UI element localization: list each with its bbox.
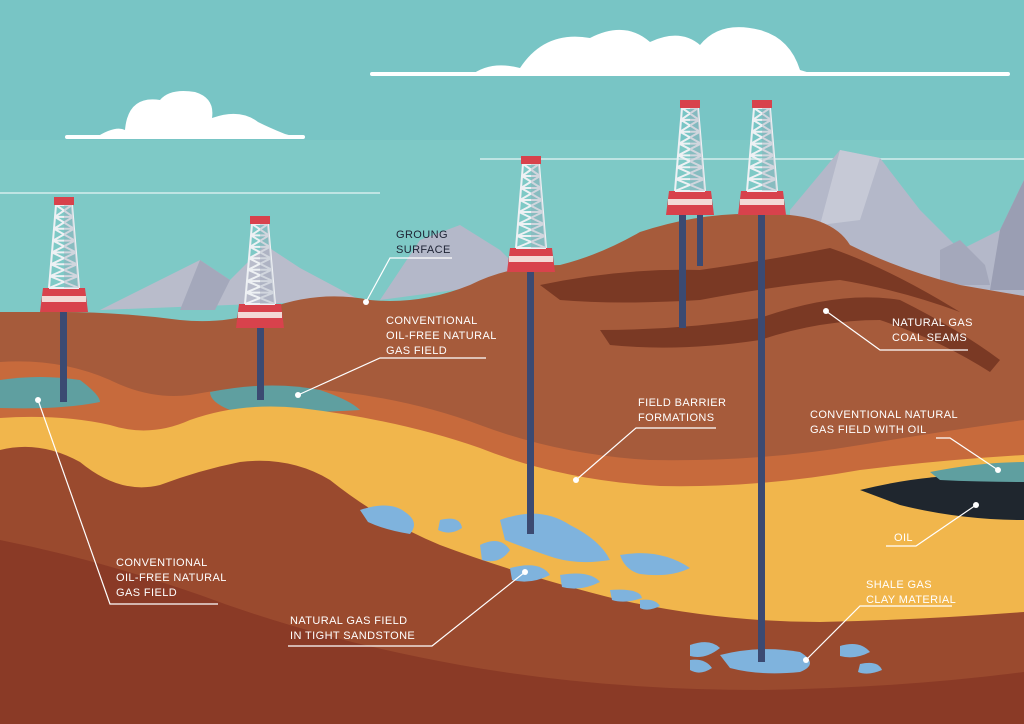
label-line: OIL <box>894 532 913 544</box>
oil-derrick-icon <box>40 197 88 312</box>
label-line: GROUNG <box>396 229 448 241</box>
label-line: NATURAL GAS <box>892 317 973 329</box>
label-line: GAS FIELD <box>116 587 178 599</box>
label-shale: SHALE GAS CLAY MATERIAL <box>866 578 956 608</box>
label-line: SHALE GAS <box>866 579 932 591</box>
label-gas-field-upper: CONVENTIONAL OIL-FREE NATURAL GAS FIELD <box>386 314 497 359</box>
label-gas-field-oil: CONVENTIONAL NATURAL GAS FIELD WITH OIL <box>810 408 958 438</box>
coal-seam <box>600 297 1000 372</box>
cloud-icon <box>65 91 305 139</box>
label-sandstone: NATURAL GAS FIELD IN TIGHT SANDSTONE <box>290 614 415 644</box>
callout-lines <box>37 257 999 661</box>
label-line: CLAY MATERIAL <box>866 594 957 606</box>
label-gas-field-left: CONVENTIONAL OIL-FREE NATURAL GAS FIELD <box>116 556 227 601</box>
label-line: CONVENTIONAL <box>116 557 208 569</box>
gas-pocket-icon <box>0 377 100 409</box>
label-barrier: FIELD BARRIER FORMATIONS <box>638 396 726 426</box>
label-line: GAS FIELD WITH OIL <box>810 424 927 436</box>
deep-shale <box>0 540 1024 724</box>
label-line: NATURAL GAS FIELD <box>290 615 408 627</box>
coal-seam <box>540 248 960 312</box>
cloud-icon <box>370 27 1010 76</box>
gas-pocket-icon <box>930 462 1024 482</box>
oil-pocket <box>860 475 1024 520</box>
label-line: FIELD BARRIER <box>638 397 727 409</box>
label-ground-surface: GROUNG SURFACE <box>396 228 451 258</box>
label-line: FORMATIONS <box>638 412 715 424</box>
label-line: OIL-FREE NATURAL <box>386 330 497 342</box>
label-coal-seams: NATURAL GAS COAL SEAMS <box>892 316 973 346</box>
oil-derrick-icon <box>666 100 714 215</box>
oil-derrick-icon <box>507 156 555 272</box>
oil-derrick-icon <box>738 100 786 215</box>
callout-dots <box>35 299 1001 663</box>
oil-derrick-icon <box>236 216 284 328</box>
label-line: SURFACE <box>396 244 451 256</box>
gas-pocket-icon <box>210 385 360 412</box>
label-line: CONVENTIONAL NATURAL <box>810 409 958 421</box>
label-line: GAS FIELD <box>386 345 448 357</box>
label-line: CONVENTIONAL <box>386 315 478 327</box>
label-line: COAL SEAMS <box>892 332 968 344</box>
label-oil: OIL <box>894 531 913 546</box>
drill-pipe-icon <box>60 214 765 662</box>
label-line: IN TIGHT SANDSTONE <box>290 630 416 642</box>
label-line: OIL-FREE NATURAL <box>116 572 227 584</box>
